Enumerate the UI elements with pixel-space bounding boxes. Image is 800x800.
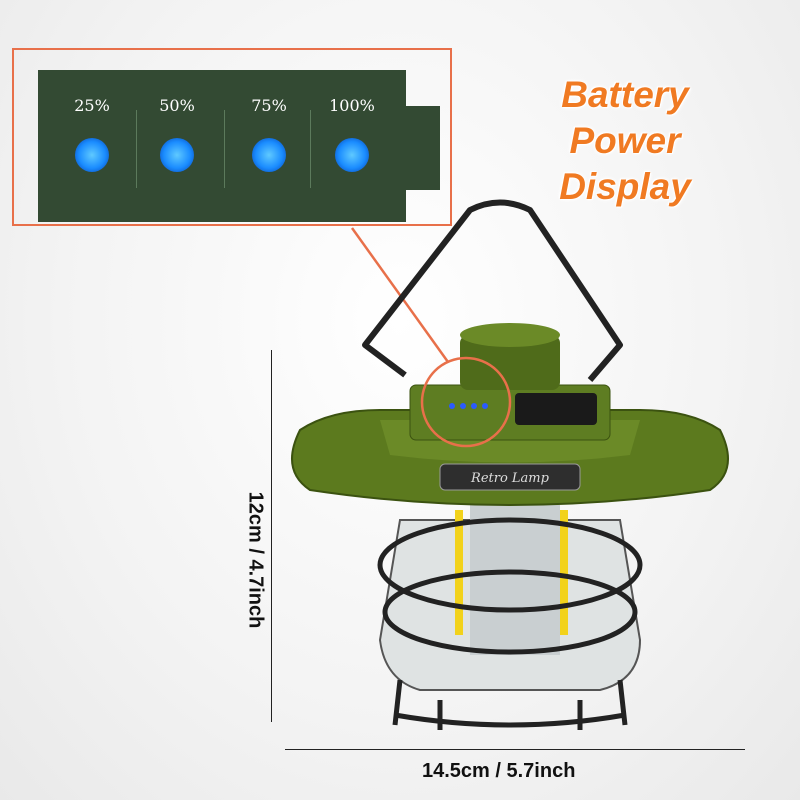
dimmer-knob [460, 335, 560, 390]
led-indicator [160, 138, 194, 172]
level-label: 75% [251, 96, 287, 115]
callout-arrow [350, 227, 450, 363]
battery-level-75: 75% [225, 70, 313, 222]
battery-terminal [404, 106, 440, 190]
led-indicator [335, 138, 369, 172]
divider [224, 110, 225, 188]
led-indicator [252, 138, 286, 172]
callout-title: Battery Power Display [530, 72, 720, 210]
badge-text: Retro Lamp [470, 471, 550, 486]
lantern-handle [362, 199, 623, 382]
level-label: 50% [159, 96, 195, 115]
level-label: 25% [74, 96, 110, 115]
led-indicator [75, 138, 109, 172]
lantern-cage [377, 505, 643, 730]
usb-port [515, 393, 597, 425]
battery-level-25: 25% [48, 70, 136, 222]
divider [310, 110, 311, 188]
battery-level-50: 50% [133, 70, 221, 222]
title-line: Power [569, 120, 681, 161]
width-dimension-label: 14.5cm / 5.7inch [422, 760, 576, 782]
level-label: 100% [329, 96, 375, 115]
battery-leds [449, 403, 488, 409]
divider [136, 110, 137, 188]
battery-display-panel: 25% 50% 75% 100% [38, 70, 406, 222]
brand-badge [439, 463, 581, 491]
width-dimension-line [285, 749, 745, 750]
callout-circle [420, 356, 512, 448]
battery-level-100: 100% [308, 70, 396, 222]
battery-callout-frame [12, 48, 452, 226]
title-line: Battery [561, 74, 689, 115]
height-dimension-line [271, 350, 272, 722]
height-dimension-label: 12cm / 4.7inch [244, 491, 267, 629]
title-line: Display [559, 166, 691, 207]
